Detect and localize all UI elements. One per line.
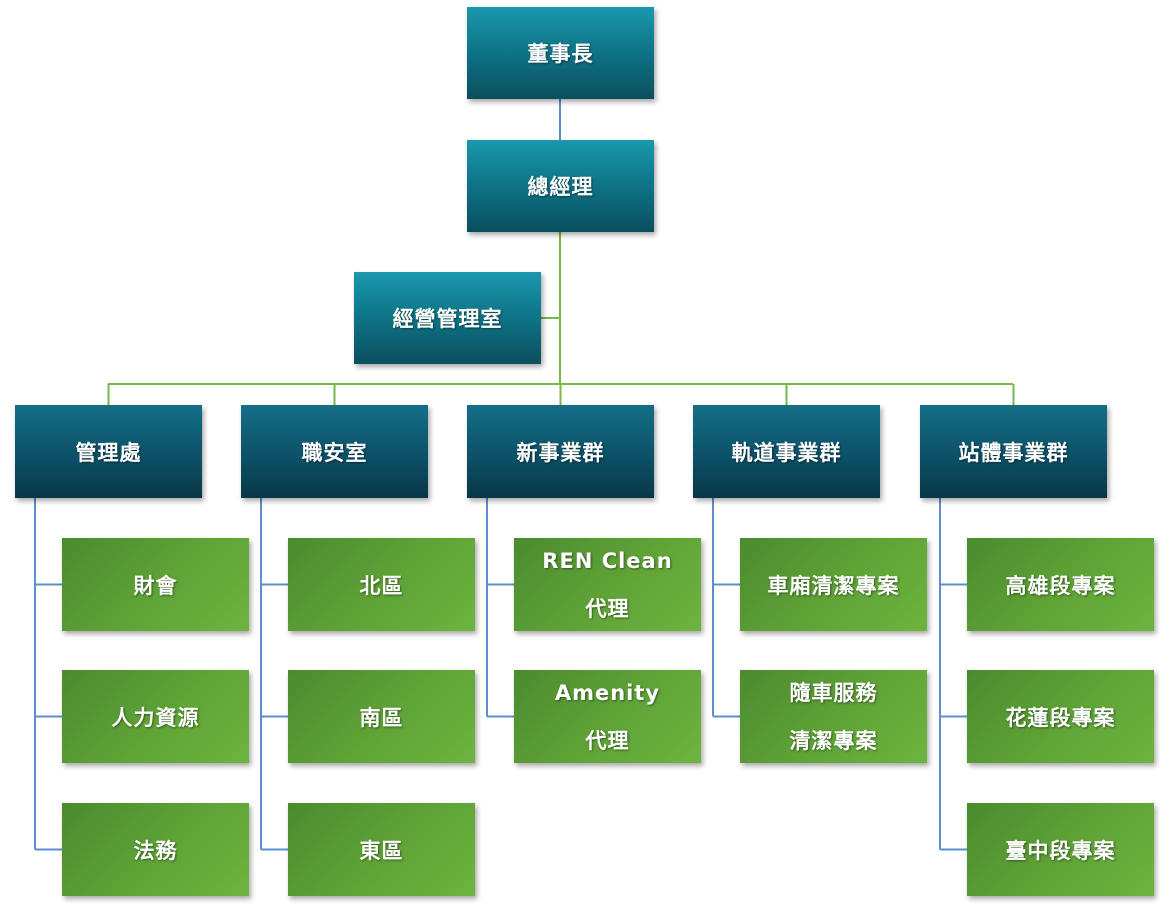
unit-box: 高雄段專案: [967, 538, 1154, 631]
unit-label: 隨車服務: [789, 680, 878, 705]
unit-label: 車廂清潔專案: [767, 573, 900, 598]
unit-box: 法務: [62, 803, 249, 896]
division-box: 職安室: [241, 405, 428, 498]
unit-box: REN Clean 代理: [514, 538, 701, 631]
unit-label: 臺中段專案: [1005, 838, 1116, 863]
unit-box: 花蓮段專案: [967, 670, 1154, 763]
unit-label: 代理: [585, 596, 630, 621]
unit-box: Amenity 代理: [514, 670, 701, 763]
division-label: 職安室: [301, 440, 368, 465]
unit-label: 南區: [359, 705, 404, 730]
unit-box: 人力資源: [62, 670, 249, 763]
unit-label: 人力資源: [111, 705, 200, 730]
unit-box: 南區: [288, 670, 475, 763]
unit-box: 東區: [288, 803, 475, 896]
unit-label: 財會: [133, 573, 178, 598]
division-box: 新事業群: [467, 405, 654, 498]
unit-label: 東區: [359, 838, 404, 863]
unit-label: 北區: [359, 573, 404, 598]
unit-label: 法務: [133, 838, 178, 863]
division-box: 軌道事業群: [693, 405, 880, 498]
unit-box: 財會: [62, 538, 249, 631]
unit-label: 花蓮段專案: [1005, 705, 1116, 730]
division-box: 站體事業群: [920, 405, 1107, 498]
division-box: 管理處: [15, 405, 202, 498]
box-general-manager-label: 總經理: [527, 175, 594, 199]
division-label: 新事業群: [516, 440, 605, 465]
division-label: 站體事業群: [958, 440, 1069, 465]
box-management-office-label: 經營管理室: [392, 307, 503, 331]
unit-box: 北區: [288, 538, 475, 631]
unit-box: 車廂清潔專案: [740, 538, 927, 631]
unit-label: 清潔專案: [789, 728, 878, 753]
unit-label: 高雄段專案: [1005, 573, 1116, 598]
unit-box: 臺中段專案: [967, 803, 1154, 896]
unit-label: REN Clean: [542, 548, 673, 573]
unit-label: Amenity: [554, 680, 661, 705]
division-label: 軌道事業群: [731, 440, 842, 465]
unit-box: 隨車服務清潔專案: [740, 670, 927, 763]
box-chairman-label: 董事長: [527, 42, 594, 66]
box-management-office: 經營管理室: [354, 272, 541, 364]
division-label: 管理處: [75, 440, 142, 465]
box-chairman: 董事長: [467, 7, 654, 99]
unit-label: 代理: [585, 728, 630, 753]
box-general-manager: 總經理: [467, 140, 654, 232]
